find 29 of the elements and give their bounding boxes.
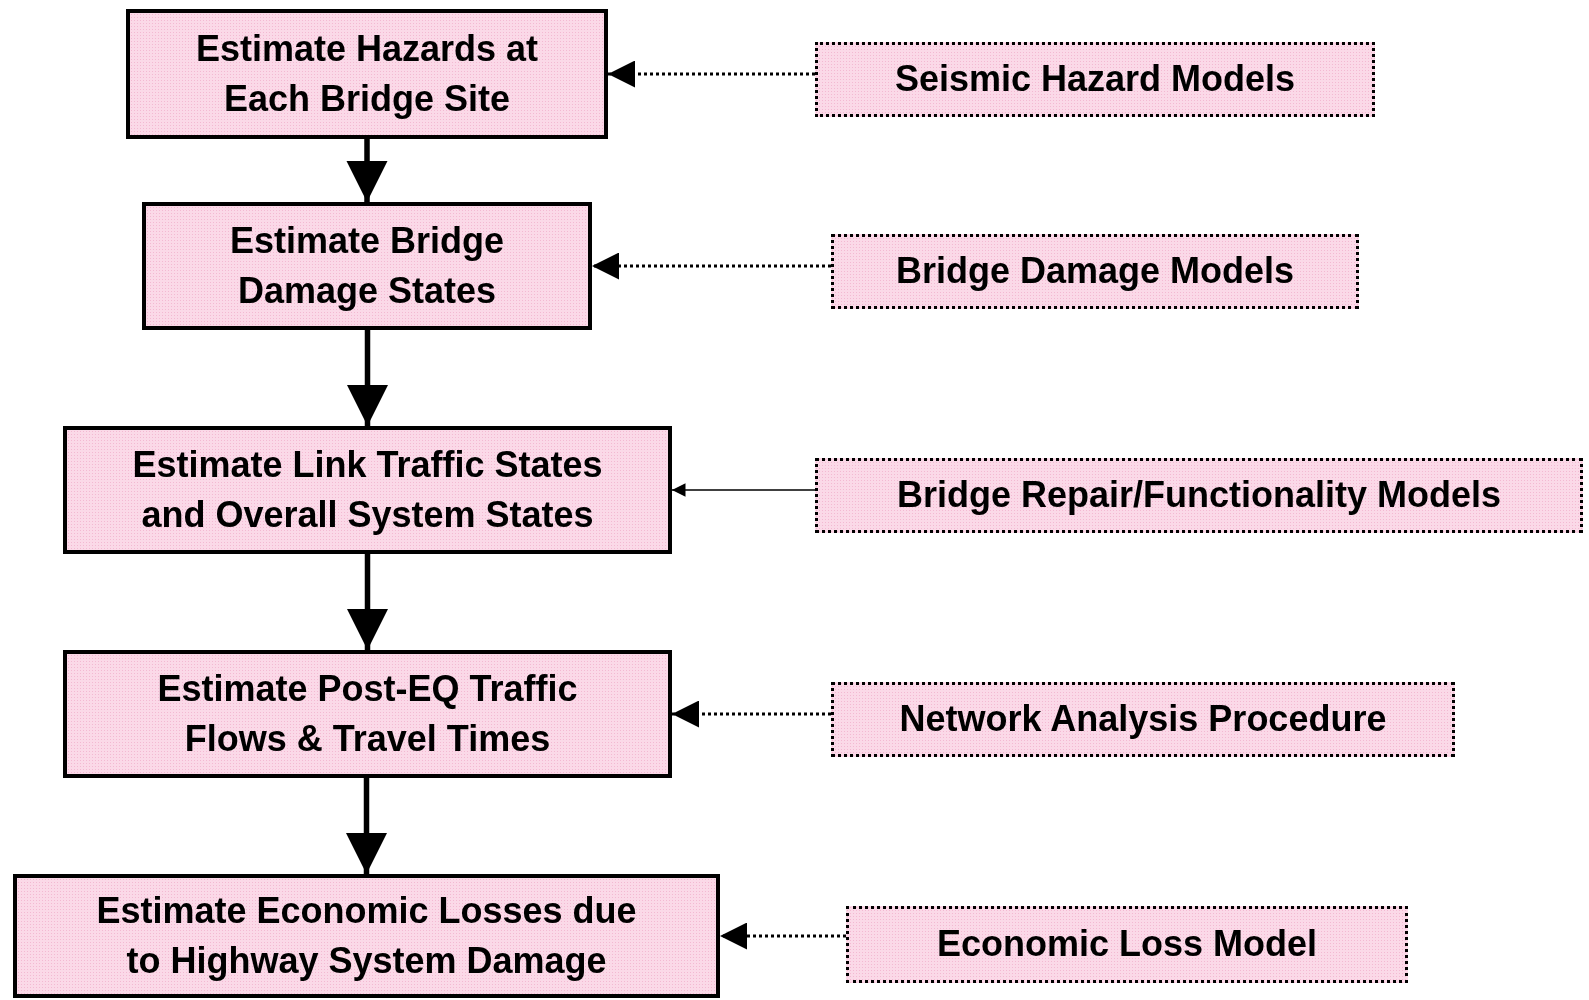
arrow [608,60,815,88]
model-box [815,458,1583,533]
process-box [13,874,720,998]
arrow [346,139,388,202]
arrow [672,700,831,728]
model-box [831,682,1455,757]
arrow [671,483,816,497]
box-label: Estimate Economic Losses due to Highway System Damage [95,888,638,983]
box-label: Seismic Hazard Models [894,57,1296,102]
box-label: Network Analysis Procedure [899,697,1387,742]
arrow [346,554,389,650]
process-box [63,426,672,554]
process-box [63,650,672,778]
box-label: Estimate Link Traffic States and Overall System States [131,442,604,537]
box-label: Estimate Hazards at Each Bridge Site [194,26,540,121]
box-label: Bridge Damage Models [895,249,1295,294]
box-label: Estimate Bridge Damage States [228,218,506,313]
arrow [346,330,389,426]
box-label: Bridge Repair/Functionality Models [896,473,1502,518]
box-label: Economic Loss Model [936,922,1318,967]
model-box [831,234,1359,309]
arrow [345,778,388,874]
arrow [592,252,831,280]
arrow [720,922,846,950]
model-box [846,906,1408,983]
model-box [815,42,1375,117]
box-label: Estimate Post-EQ Traffic Flows & Travel Times [156,666,579,761]
process-box [142,202,592,330]
process-box [126,9,608,139]
